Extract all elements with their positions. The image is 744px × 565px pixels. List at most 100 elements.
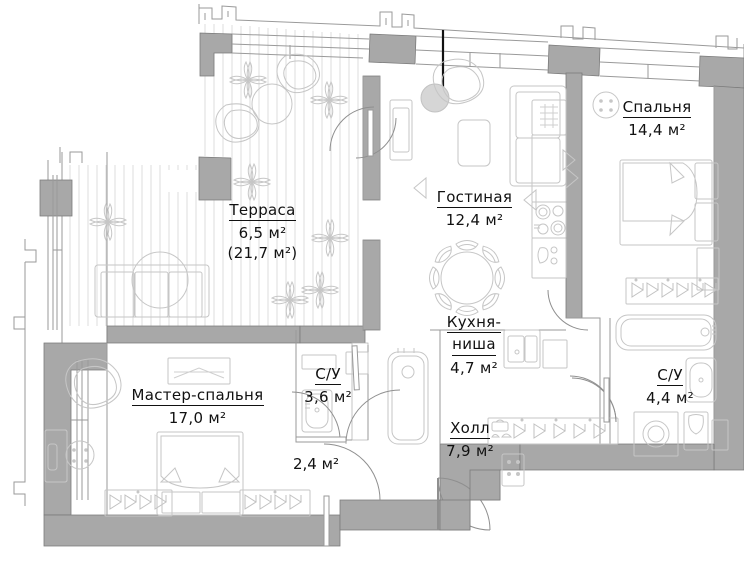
bathtub (387, 351, 429, 445)
living-furniture (389, 30, 579, 316)
bag-icon (491, 421, 509, 432)
wardrobe-hangers (239, 489, 311, 517)
door-swing (547, 289, 589, 331)
hall-furniture (487, 417, 619, 487)
bath1-fixtures (301, 348, 429, 445)
door-swing-arrow (523, 188, 537, 212)
room-name-living: Гостиная (436, 188, 513, 209)
terrace-armchair (215, 103, 260, 143)
dining-chair (494, 266, 505, 290)
nightstand (696, 247, 720, 291)
kitchen-cabinet (531, 134, 567, 203)
master-furniture (44, 357, 311, 517)
wardrobe-hangers (104, 489, 173, 517)
dining-chair (432, 243, 456, 267)
living-tv-console (389, 99, 413, 161)
room-name-kitchen: Кухня- (446, 313, 502, 334)
bed (156, 431, 244, 516)
window-mullion (52, 43, 701, 500)
toilet (683, 411, 709, 451)
pillow (669, 161, 685, 184)
room-area-bedroom: 14,4 м² (628, 121, 686, 140)
bedroom-furniture (562, 91, 720, 305)
washing-machine (633, 411, 679, 457)
door-swing (329, 106, 375, 152)
wardrobe-hangers (625, 277, 719, 305)
bathtub (615, 314, 717, 351)
room-name-bath-2: С/У (657, 366, 683, 387)
dining-chair (478, 243, 502, 267)
room-name-bath-1: С/У (315, 365, 341, 386)
dining-chair (478, 289, 502, 313)
room-name-terrace: Терраса (229, 201, 296, 222)
dining-chair (429, 266, 440, 290)
washbasin (301, 389, 333, 433)
dining-table (440, 251, 494, 305)
area-label-corridor: 2,4 м² (293, 455, 339, 473)
pillow (669, 214, 685, 237)
room-area2-terrace: (21,7 м²) (227, 243, 298, 262)
dining-set (429, 240, 505, 316)
pillow (161, 491, 201, 514)
room-area-hall: 7,9 м² (446, 442, 494, 461)
wardrobe-hangers (487, 417, 619, 445)
terrace-furniture (89, 53, 349, 319)
door-swing (355, 117, 397, 159)
round-table (592, 91, 620, 119)
mirror (301, 354, 337, 370)
door-swing (569, 375, 617, 423)
living-armchair (432, 58, 485, 105)
room-area-master: 17,0 м² (168, 409, 227, 428)
room-area-bath-1: 3,6 м² (304, 388, 352, 407)
room-area-kitchen: 4,7 м² (450, 358, 498, 377)
terrace-sofa (94, 264, 210, 318)
terrace-round-table (131, 251, 189, 309)
room-label-bath-2: С/У 4,4 м² (637, 365, 703, 408)
terrace-round-table (251, 83, 293, 125)
room-name-master: Мастер-спальня (131, 386, 264, 407)
kitchen-cabinet (542, 339, 568, 369)
dining-chair (432, 289, 456, 313)
kitchen-cabinet (531, 99, 567, 136)
pillow (201, 491, 241, 514)
room-name-bedroom: Спальня (622, 98, 692, 119)
room-label-kitchen: Кухня- ниша 4,7 м² (428, 312, 520, 377)
pillow (159, 467, 182, 483)
room-label-bath-1: С/У 3,6 м² (297, 364, 359, 407)
wall-panel (167, 357, 231, 385)
door-swing (291, 391, 341, 441)
electrical-panel (501, 453, 525, 487)
pillow (218, 467, 241, 483)
kitchen-sink (531, 237, 567, 279)
pillow (694, 202, 719, 242)
room-name-kitchen-line2: ниша (452, 335, 496, 356)
room-label-master: Мастер-спальня 17,0 м² (105, 385, 290, 428)
washbasin (685, 357, 717, 403)
living-sofa (509, 85, 567, 187)
outer-contour (13, 4, 744, 546)
master-armchair (65, 358, 122, 409)
stool (65, 440, 95, 470)
door-leaves (295, 109, 610, 547)
terrace-armchair (276, 53, 320, 94)
room-area-bath-2: 4,4 м² (646, 389, 694, 408)
pillow (694, 162, 719, 200)
door-swing (345, 389, 401, 445)
door-swing-arrow (413, 176, 427, 200)
living-coffee-table (457, 119, 491, 167)
room-label-bedroom: Спальня 14,4 м² (598, 97, 716, 140)
room-area-living: 12,4 м² (445, 211, 504, 230)
shoe-icon (491, 434, 501, 438)
room-label-terrace: Терраса 6,5 м² (21,7 м²) (190, 200, 335, 262)
room-label-hall: Холл 7,9 м² (432, 418, 508, 461)
bath2-fixtures (615, 314, 729, 457)
inner-walls (106, 33, 715, 515)
door-swing (323, 443, 381, 501)
room-label-living: Гостиная 12,4 м² (412, 187, 537, 230)
hall-step-walls (439, 469, 501, 531)
kitchen-fixtures (503, 99, 568, 369)
dining-chair (455, 240, 479, 251)
base-cabinet (503, 329, 541, 369)
